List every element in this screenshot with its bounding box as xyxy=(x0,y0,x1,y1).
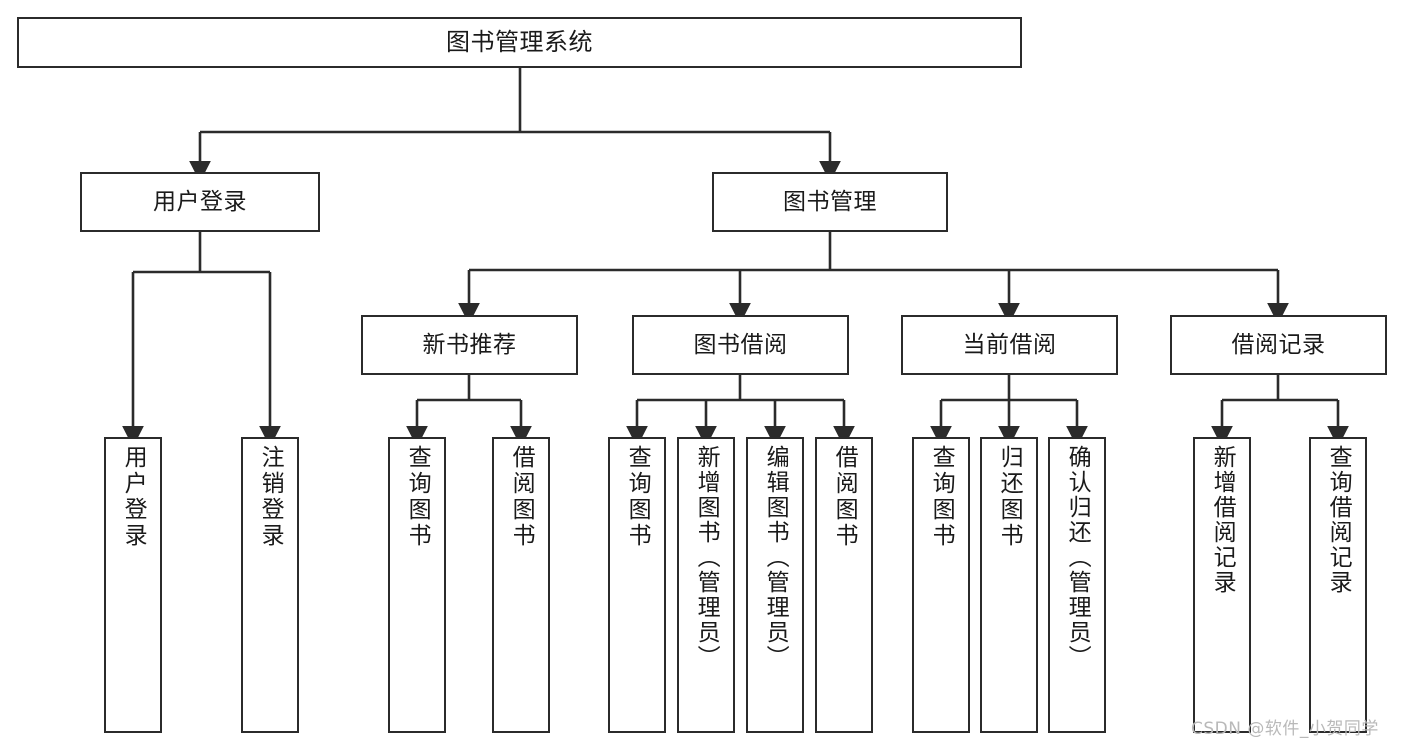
node-label: 新书推荐 xyxy=(422,331,517,358)
node-label: 借阅图书 xyxy=(508,445,535,549)
node-label: 用户登录 xyxy=(120,445,147,549)
node-label: 当前借阅 xyxy=(962,331,1057,358)
node-book-borrow[interactable]: 图书借阅 xyxy=(632,315,849,375)
node-label: 图书借阅 xyxy=(693,331,788,358)
node-leaf-confirm-return-admin[interactable]: 确认归还（管理员） xyxy=(1048,437,1106,733)
node-label: 查询图书 xyxy=(928,445,955,549)
node-leaf-edit-book-admin[interactable]: 编辑图书（管理员） xyxy=(746,437,804,733)
node-leaf-query-book-2[interactable]: 查询图书 xyxy=(608,437,666,733)
node-leaf-query-borrow-record[interactable]: 查询借阅记录 xyxy=(1309,437,1367,733)
node-leaf-user-login[interactable]: 用户登录 xyxy=(104,437,162,733)
node-new-book-recommendation[interactable]: 新书推荐 xyxy=(361,315,578,375)
node-borrow-record[interactable]: 借阅记录 xyxy=(1170,315,1387,375)
node-label: 新增借阅记录 xyxy=(1209,445,1236,595)
node-current-borrow[interactable]: 当前借阅 xyxy=(901,315,1118,375)
node-label: 图书管理系统 xyxy=(446,27,593,56)
node-leaf-borrow-book-2[interactable]: 借阅图书 xyxy=(815,437,873,733)
node-label: 归还图书 xyxy=(996,445,1023,549)
node-leaf-add-borrow-record[interactable]: 新增借阅记录 xyxy=(1193,437,1251,733)
node-label: 新增图书（管理员） xyxy=(693,445,720,670)
node-user-login[interactable]: 用户登录 xyxy=(80,172,320,232)
node-label: 查询图书 xyxy=(624,445,651,549)
node-label: 用户登录 xyxy=(153,188,247,215)
csdn-watermark: CSDN @软件_小贺同学 xyxy=(1191,719,1379,739)
node-label: 图书管理 xyxy=(783,188,877,215)
node-label: 查询图书 xyxy=(404,445,431,549)
node-leaf-borrow-book-1[interactable]: 借阅图书 xyxy=(492,437,550,733)
node-label: 查询借阅记录 xyxy=(1325,445,1352,595)
node-label: 编辑图书（管理员） xyxy=(762,445,789,670)
node-label: 借阅图书 xyxy=(831,445,858,549)
node-leaf-return-book[interactable]: 归还图书 xyxy=(980,437,1038,733)
node-root-book-management-system[interactable]: 图书管理系统 xyxy=(17,17,1022,68)
node-label: 借阅记录 xyxy=(1231,331,1326,358)
node-book-management[interactable]: 图书管理 xyxy=(712,172,948,232)
node-leaf-logout[interactable]: 注销登录 xyxy=(241,437,299,733)
node-label: 确认归还（管理员） xyxy=(1064,445,1091,670)
node-label: 注销登录 xyxy=(257,445,284,549)
node-leaf-query-book-3[interactable]: 查询图书 xyxy=(912,437,970,733)
node-leaf-add-book-admin[interactable]: 新增图书（管理员） xyxy=(677,437,735,733)
node-leaf-query-book-1[interactable]: 查询图书 xyxy=(388,437,446,733)
